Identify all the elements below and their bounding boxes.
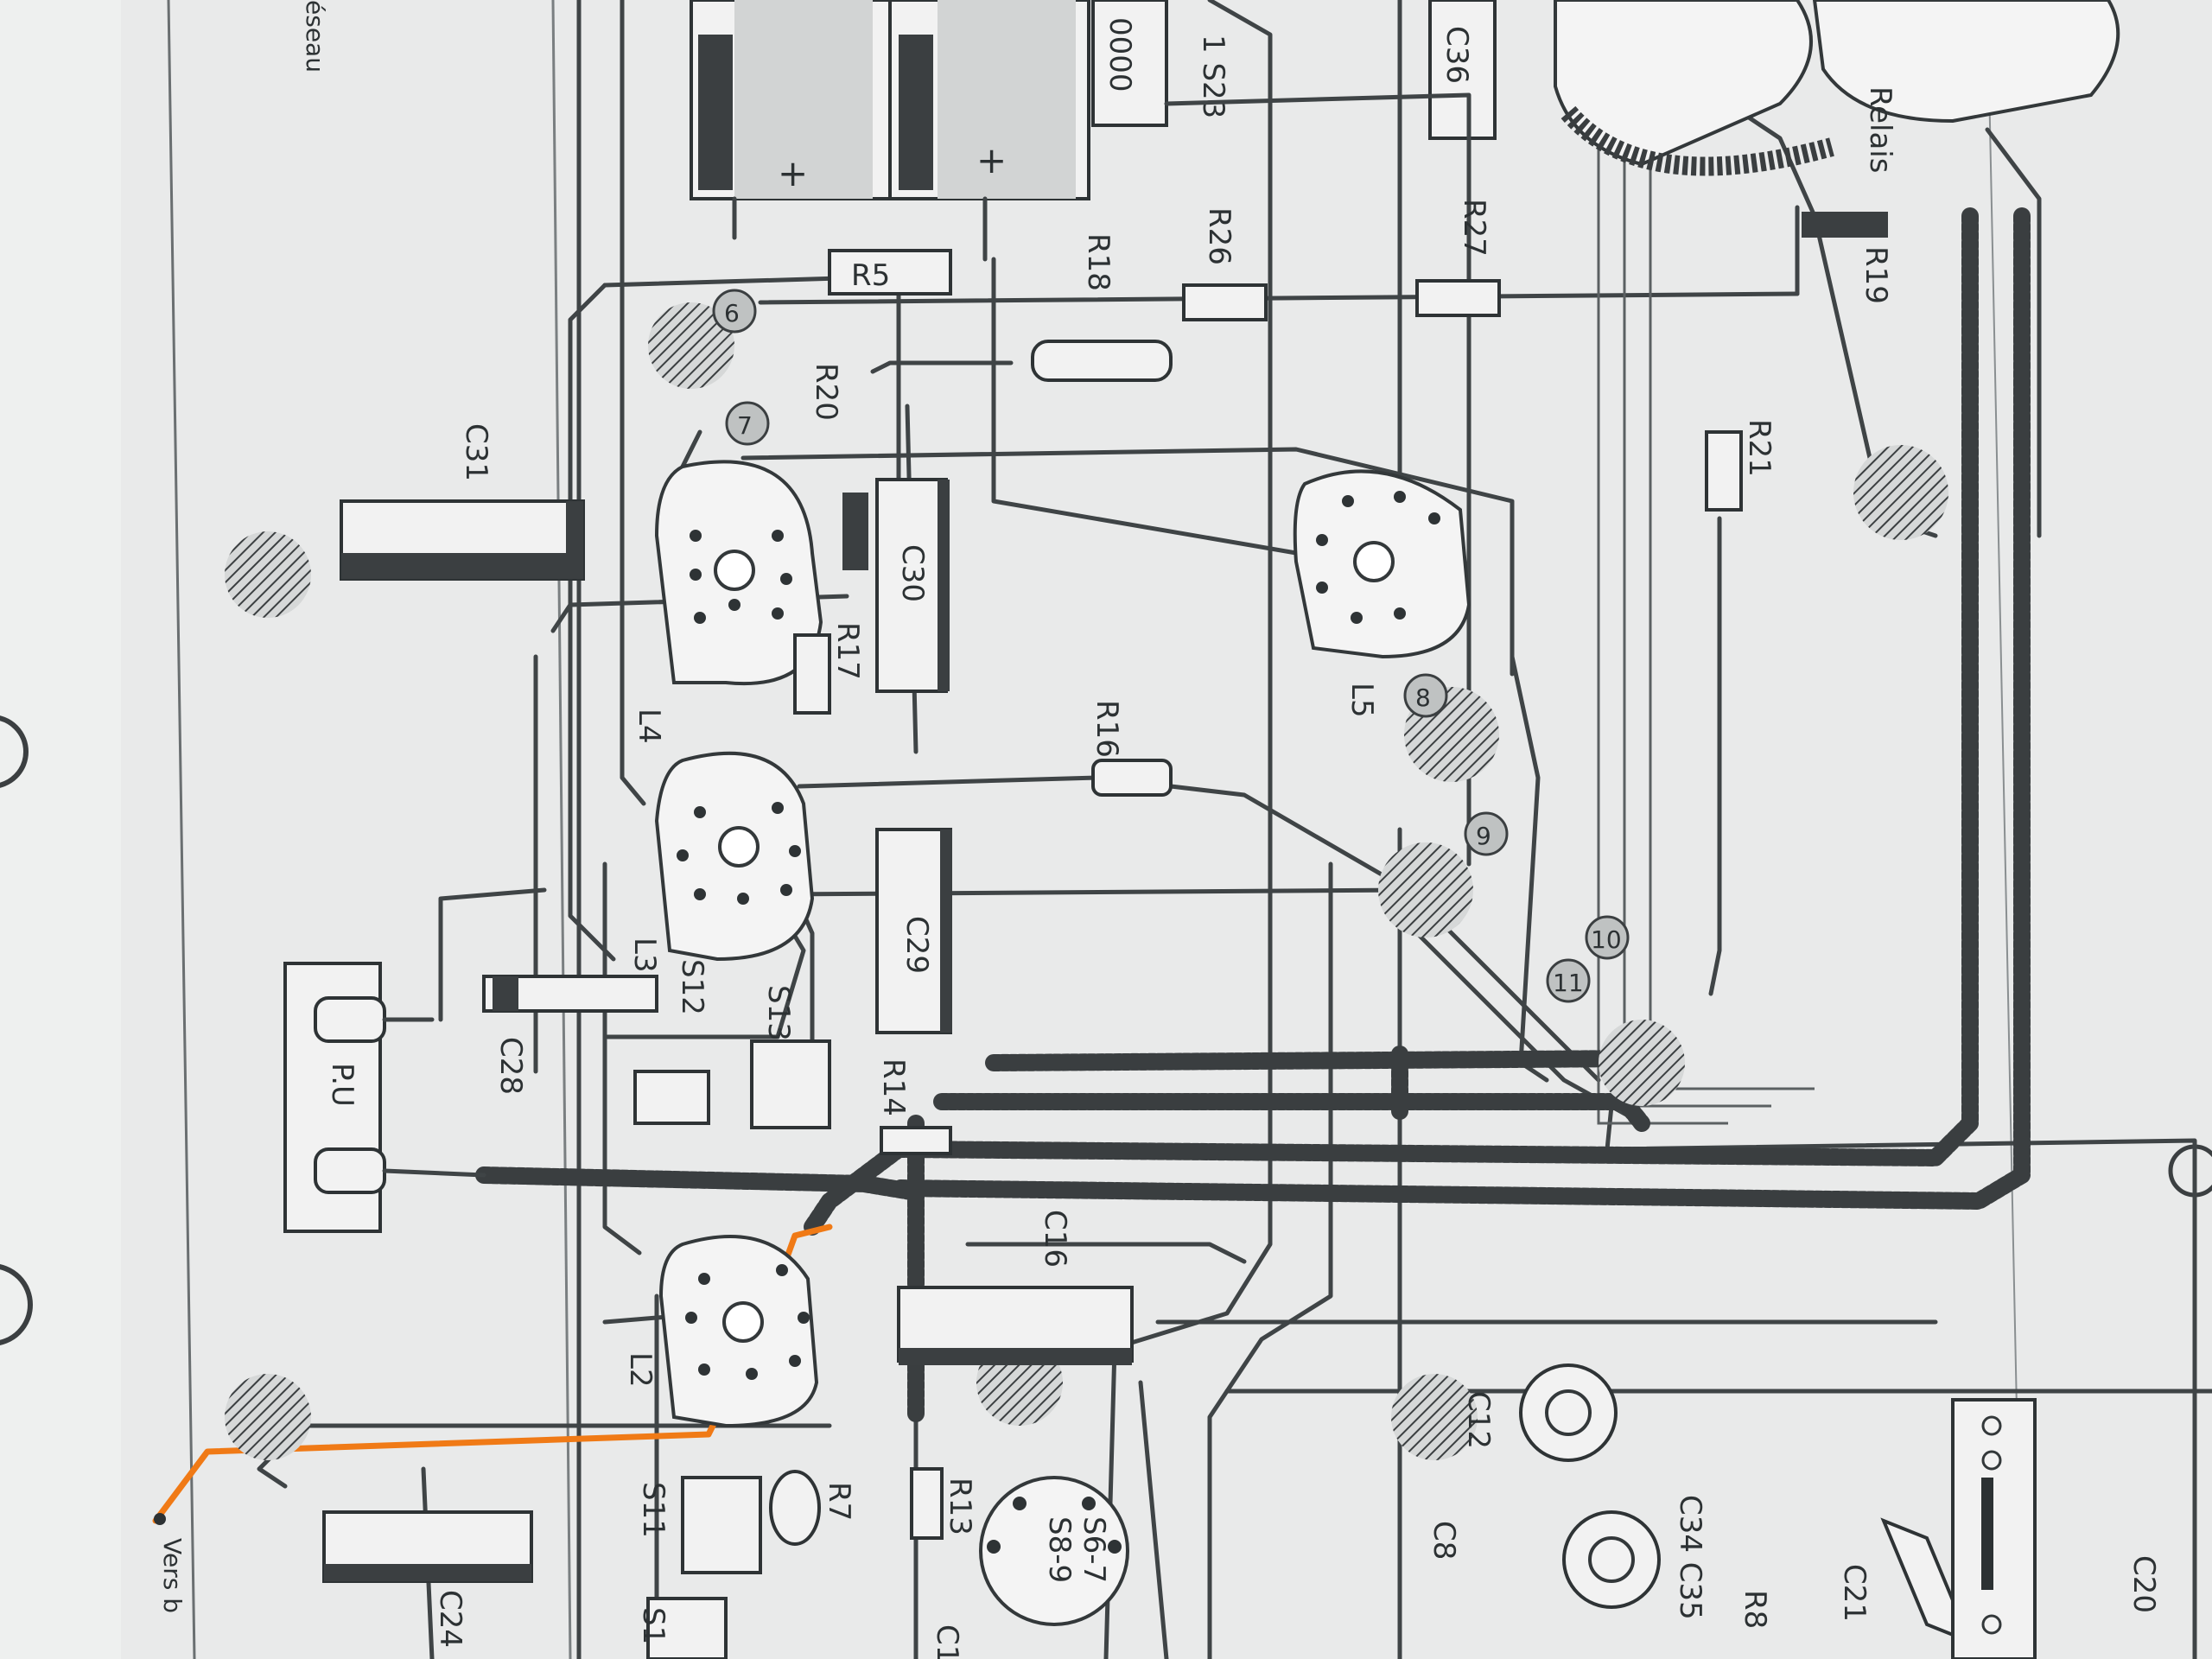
label-l5: L5	[1344, 683, 1379, 718]
label-s12: S12	[675, 959, 709, 1015]
tube-socket-l5: L5	[1293, 469, 1471, 718]
label-s8-9: S8-9	[1042, 1516, 1077, 1583]
label-reseau: éseau	[301, 0, 329, 73]
label-s6-7: S6-7	[1077, 1516, 1111, 1583]
label-r7: R7	[822, 1482, 856, 1521]
label-r18: R18	[1081, 233, 1116, 291]
label-r20: R20	[809, 363, 843, 421]
potentiometers-top: Relais	[1554, 0, 2120, 176]
label-c20: C20	[2126, 1555, 2161, 1613]
label-relais: Relais	[1863, 86, 1897, 173]
pickup-connector: P.U	[283, 962, 486, 1233]
plus-label-2: +	[976, 139, 1007, 181]
label-s13: S13	[761, 985, 796, 1041]
frame-line-right	[1986, 0, 2023, 1659]
label-r19: R19	[1859, 246, 1893, 304]
label-c29: C29	[899, 916, 934, 974]
electrolytic-capacitor-pair: + +	[690, 0, 1090, 262]
label-c16: C16	[1038, 1210, 1072, 1268]
label-r21: R21	[1742, 419, 1777, 477]
label-l4: L4	[632, 709, 666, 744]
wire-end-marker	[154, 1513, 166, 1525]
tag-8: 8	[1415, 683, 1431, 712]
label-c34-c35: C34 C35	[1673, 1495, 1707, 1620]
label-c12: C12	[1461, 1391, 1496, 1449]
capacitor-value-box	[1091, 0, 1168, 127]
tag-7: 7	[737, 411, 753, 440]
frame-line-left	[167, 0, 196, 1659]
plus-label-1: +	[778, 152, 808, 194]
label-c-bottom: C1	[930, 1624, 964, 1659]
left-margin	[0, 0, 121, 1659]
label-s23: 1 S23	[1196, 35, 1230, 118]
label-c21: C21	[1837, 1564, 1872, 1622]
label-s11: S11	[636, 1482, 671, 1538]
label-s-bottom: S1	[636, 1607, 671, 1644]
capacitors: C31 C30 C29 C28 C16 C24 C12 C34 C35 C8 C…	[322, 423, 2161, 1659]
ground-hatches	[225, 302, 1948, 1460]
label-l2: L2	[623, 1352, 658, 1388]
tag-6: 6	[724, 299, 740, 327]
switch-contacts: S12 S13 S11 S1	[633, 959, 2037, 1659]
socket-s6-s9: S6-7 S8-9	[979, 1476, 1129, 1626]
label-c31: C31	[459, 423, 493, 481]
tag-10: 10	[1591, 925, 1622, 954]
tube-socket-l3: L3	[627, 751, 815, 973]
label-c24: C24	[433, 1590, 467, 1648]
edge-knob-top	[0, 715, 29, 788]
frame-line-2	[551, 0, 572, 1659]
label-c30: C30	[895, 544, 930, 602]
terminal-tags: 6 7 8 9 10 11	[712, 289, 1630, 1003]
capacitor-value: 0000	[1103, 17, 1137, 92]
label-r17: R17	[830, 622, 865, 680]
shielded-cables	[475, 207, 2031, 1426]
edge-knob-bottom	[0, 1264, 33, 1345]
label-l3: L3	[627, 938, 662, 973]
label-r8: R8	[1738, 1590, 1772, 1629]
tag-9: 9	[1476, 822, 1491, 850]
label-vers: Vers b	[158, 1538, 187, 1613]
label-r27: R27	[1457, 199, 1491, 257]
label-r14: R14	[876, 1058, 911, 1116]
label-r5: R5	[851, 258, 890, 293]
resistors: R5 R26 R27 R18 R19 R20 R21 R17 R16 R14 R…	[769, 199, 1893, 1629]
tag-11: 11	[1553, 969, 1584, 997]
label-r16: R16	[1090, 700, 1124, 758]
label-pu: P.U	[325, 1063, 359, 1107]
label-r26: R26	[1202, 207, 1236, 265]
tube-socket-l2: L2	[623, 1235, 819, 1428]
label-c8: C8	[1427, 1521, 1461, 1560]
label-c36: C36	[1440, 26, 1474, 84]
label-c28: C28	[493, 1037, 528, 1095]
label-r13: R13	[943, 1478, 977, 1535]
capacitor-c36	[1428, 0, 1497, 140]
